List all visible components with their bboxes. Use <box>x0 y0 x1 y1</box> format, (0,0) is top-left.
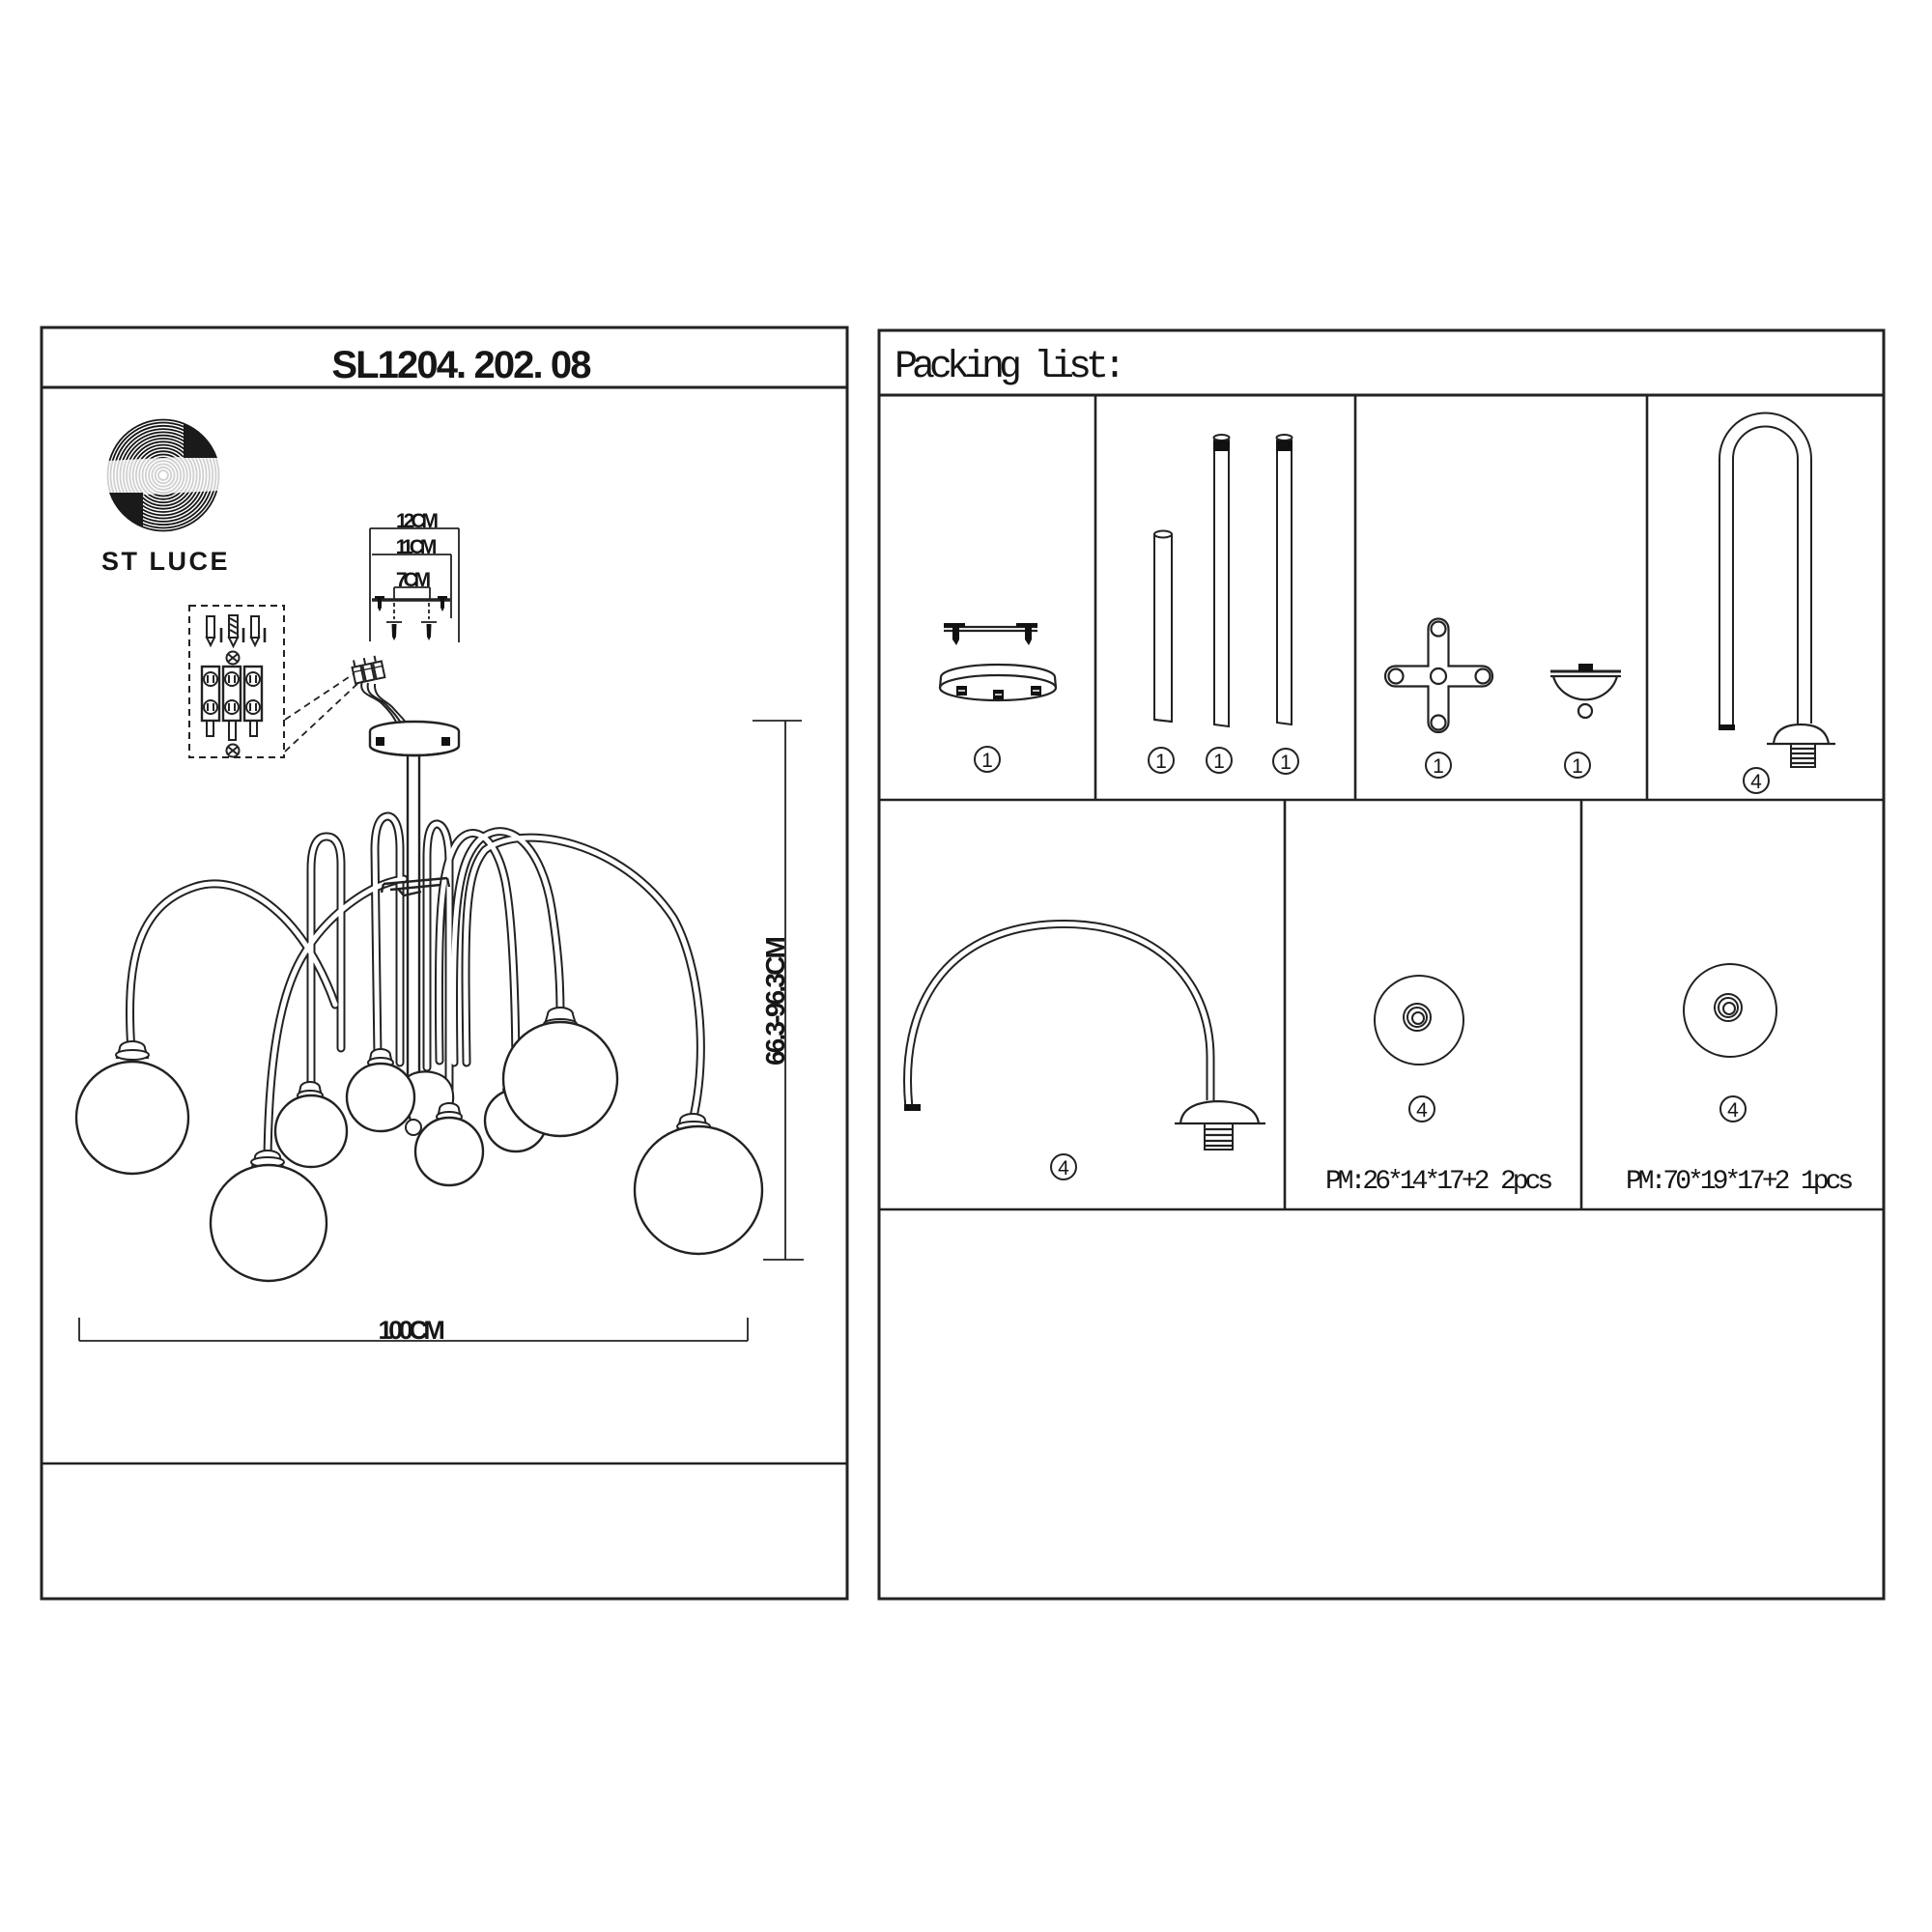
svg-text:4: 4 <box>1416 1099 1428 1122</box>
svg-text:7CM: 7CM <box>396 569 431 591</box>
svg-text:1: 1 <box>1155 751 1167 773</box>
svg-text:1: 1 <box>1433 755 1444 778</box>
svg-text:1: 1 <box>1213 751 1225 773</box>
svg-text:Packing list:: Packing list: <box>895 346 1121 389</box>
svg-text:PM:26*14*17+2: PM:26*14*17+2 <box>1325 1167 1489 1197</box>
svg-text:1: 1 <box>981 750 993 772</box>
svg-text:1pcs: 1pcs <box>1801 1167 1852 1197</box>
svg-text:1: 1 <box>1572 755 1583 778</box>
svg-text:2pcs: 2pcs <box>1500 1167 1551 1197</box>
svg-text:ST LUCE: ST LUCE <box>101 547 230 576</box>
svg-text:4: 4 <box>1058 1157 1069 1179</box>
svg-text:11CM: 11CM <box>396 536 437 558</box>
svg-text:4: 4 <box>1750 771 1762 793</box>
svg-text:PM:70*19*17+2: PM:70*19*17+2 <box>1626 1167 1789 1197</box>
svg-text:12CM: 12CM <box>396 510 439 532</box>
svg-text:100CM: 100CM <box>378 1316 443 1345</box>
svg-text:SL1204. 202. 08: SL1204. 202. 08 <box>331 344 591 386</box>
svg-text:4: 4 <box>1727 1099 1739 1122</box>
svg-text:66.3-96.3CM: 66.3-96.3CM <box>760 937 790 1065</box>
svg-text:1: 1 <box>1280 752 1292 774</box>
